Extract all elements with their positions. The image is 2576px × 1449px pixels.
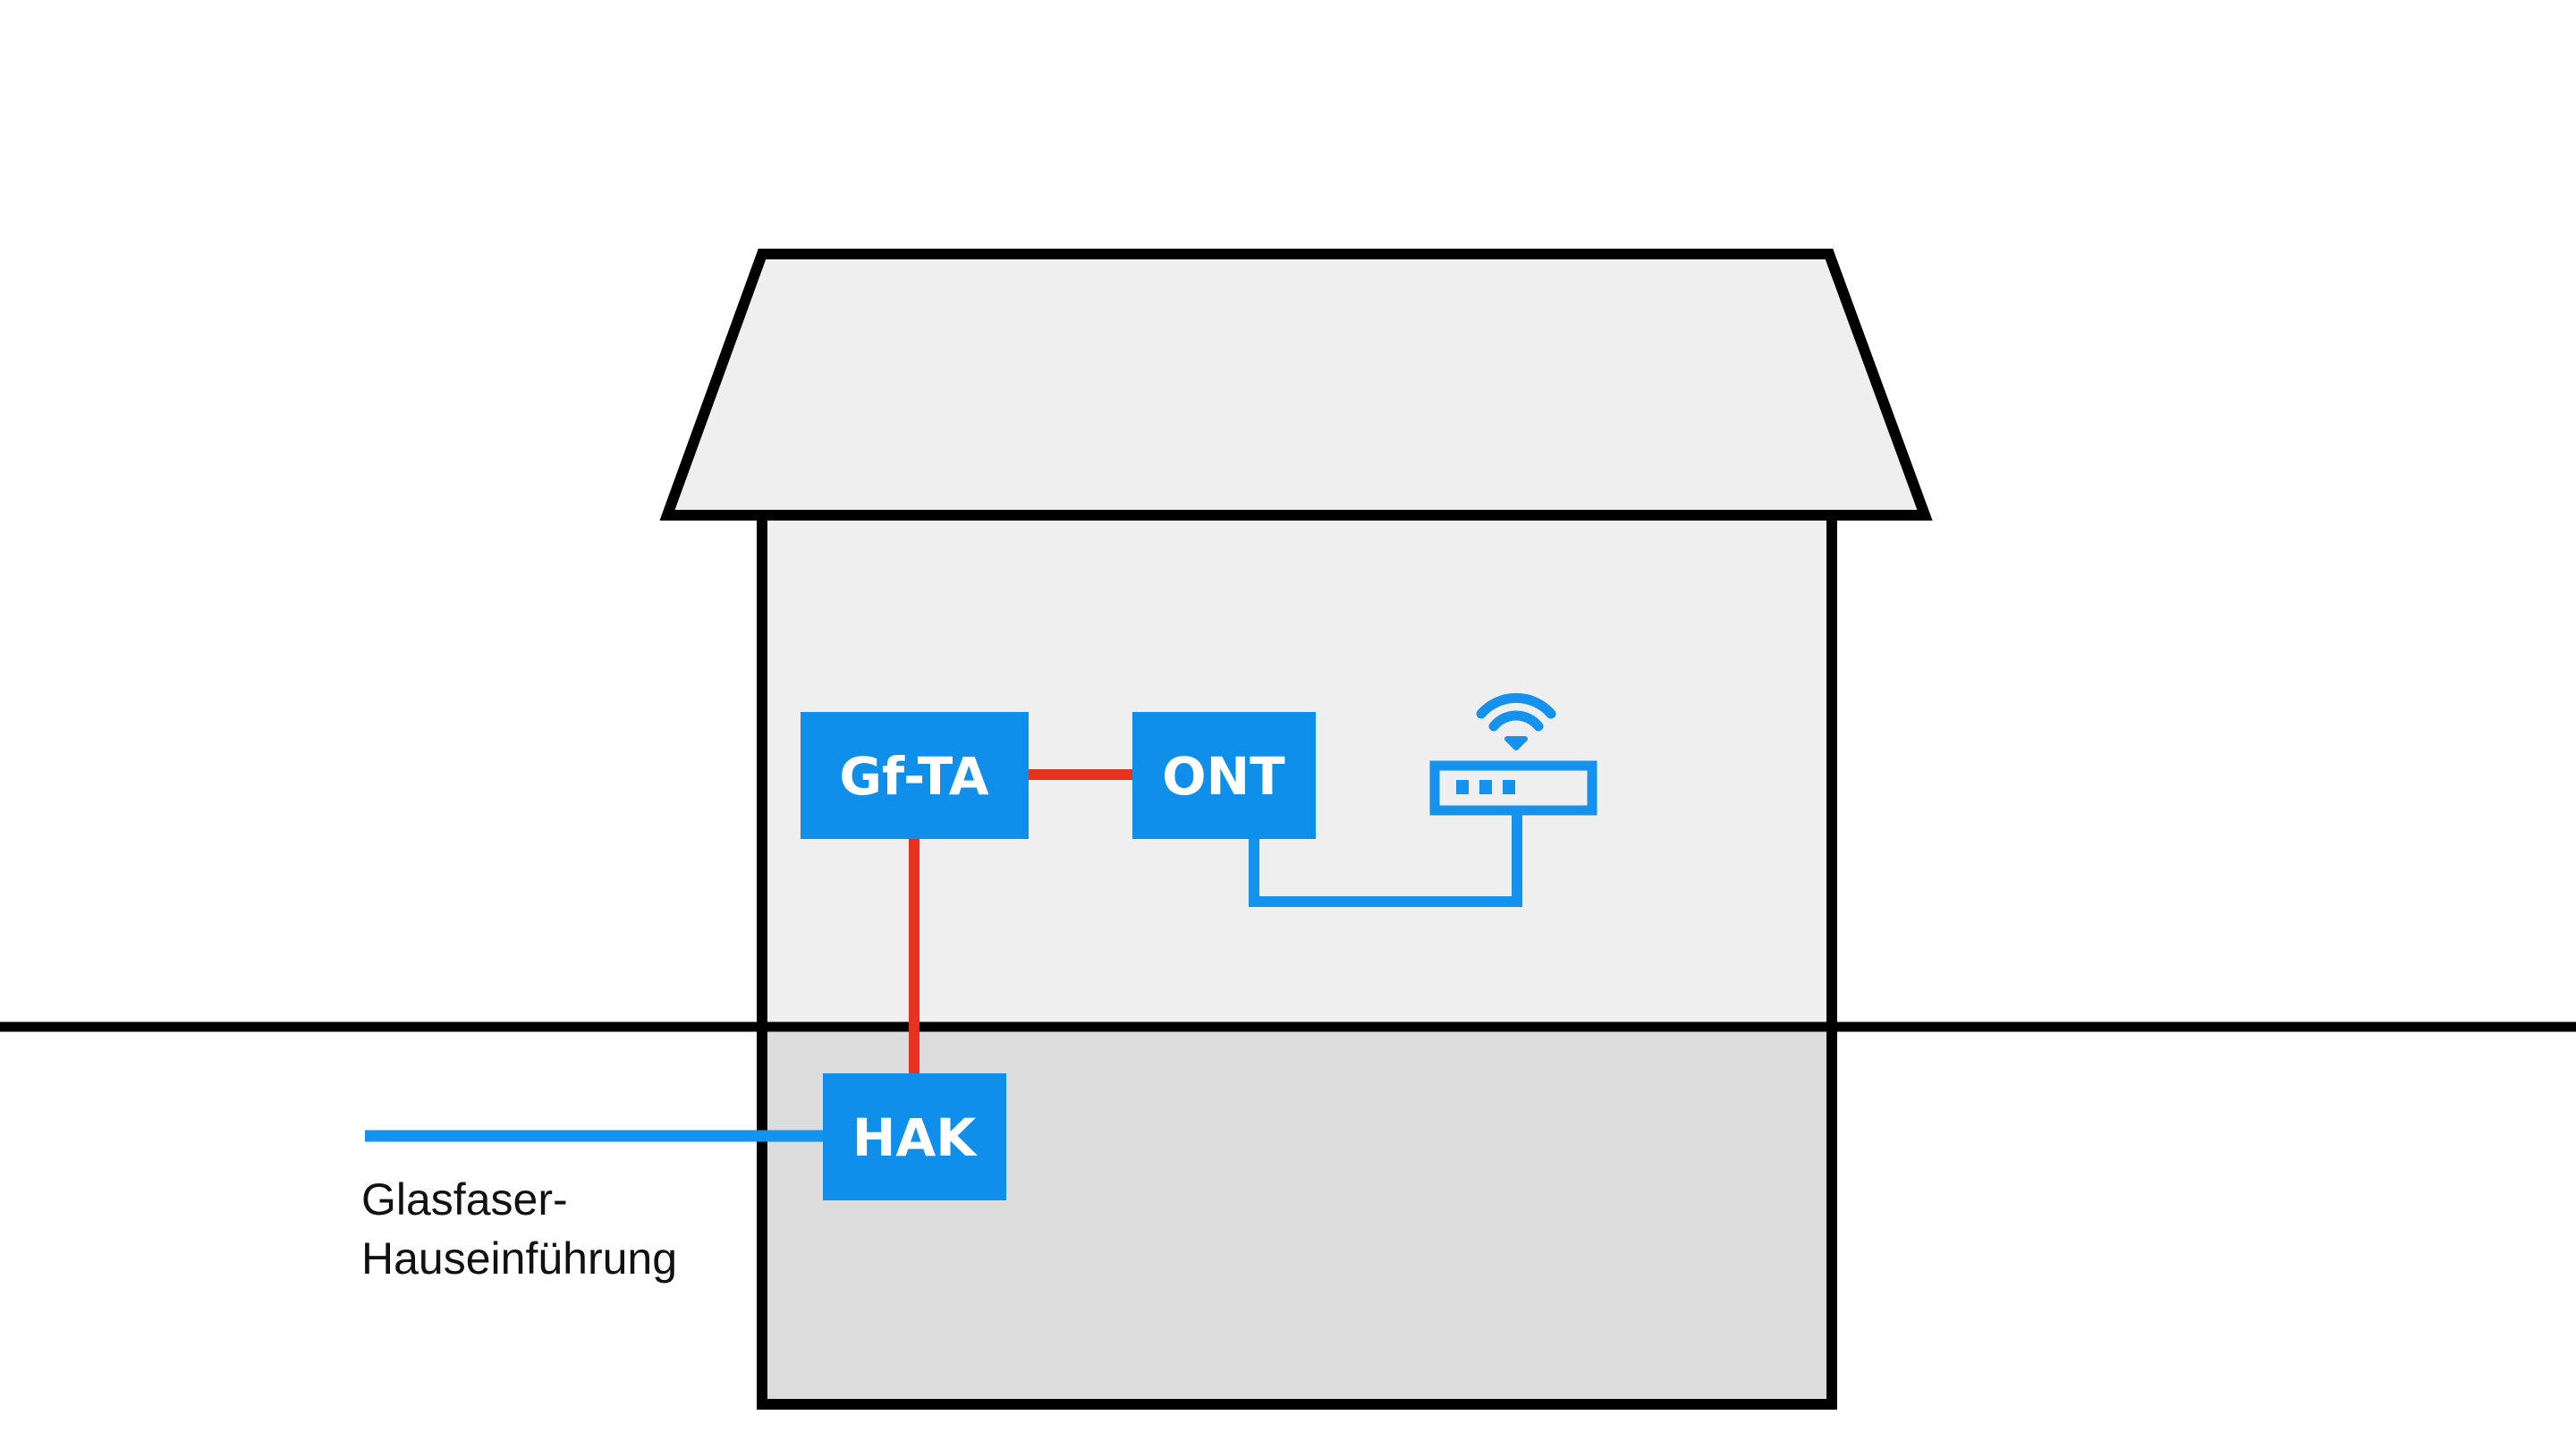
hak-label: HAK bbox=[852, 1107, 978, 1168]
fiber-entry-caption: Glasfaser- Hauseinführung bbox=[361, 1170, 826, 1288]
caption-line-2: Hauseinführung bbox=[361, 1233, 678, 1284]
ont-label: ONT bbox=[1162, 746, 1285, 807]
gfta-box: Gf-TA bbox=[801, 712, 1029, 839]
house-outline bbox=[757, 510, 1837, 1410]
gfta-label: Gf-TA bbox=[839, 746, 988, 807]
ont-box: ONT bbox=[1132, 712, 1316, 839]
house-roof bbox=[659, 249, 1933, 521]
hak-box: HAK bbox=[823, 1073, 1006, 1200]
ethernet-cable-line bbox=[1249, 814, 1522, 907]
wifi-router-icon bbox=[1429, 692, 1597, 816]
caption-line-1: Glasfaser- bbox=[361, 1174, 568, 1224]
